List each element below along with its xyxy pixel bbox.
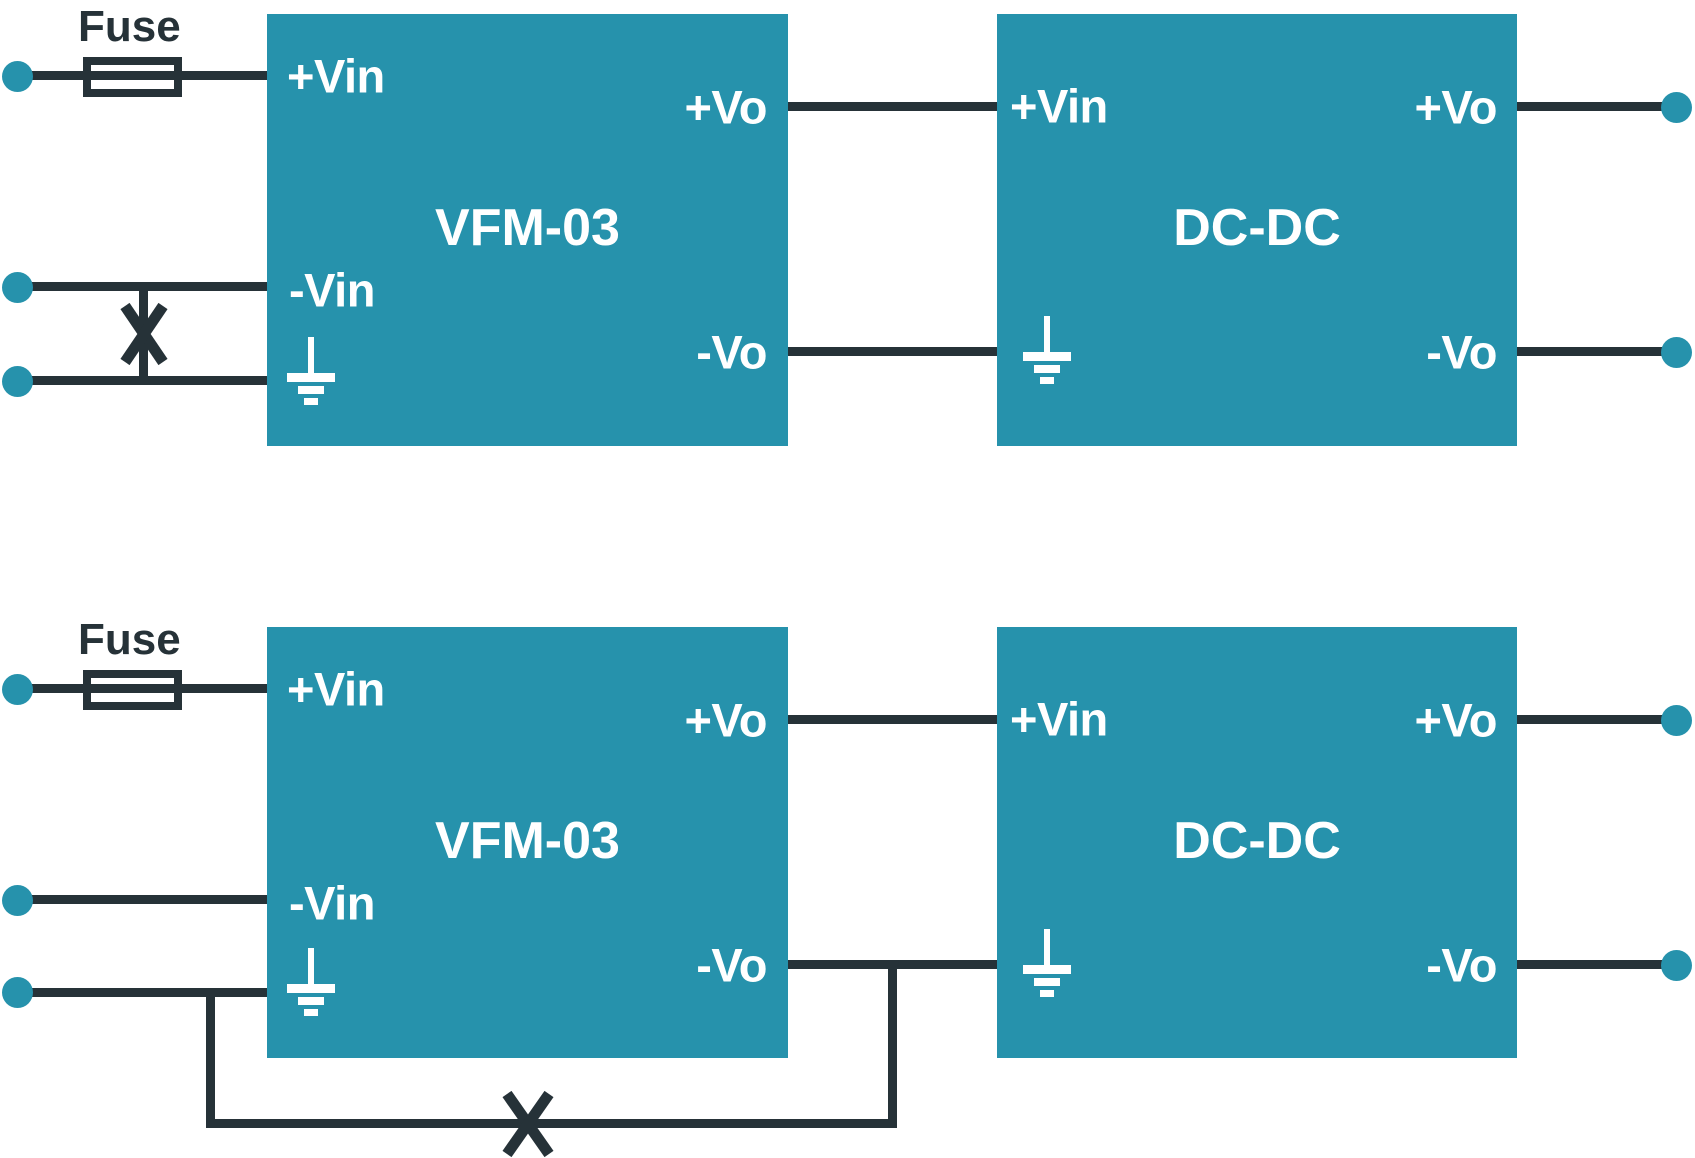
module-title-dcdc: DC-DC (1173, 199, 1341, 257)
wire-vo-plus-out (1517, 715, 1677, 724)
terminal-dot-vin-minus (2, 885, 33, 916)
terminal-dot-vin-minus (2, 272, 33, 303)
pin-label-vin-plus: +Vin (1010, 79, 1108, 133)
wire-vo-minus-link (788, 347, 997, 356)
fuse-label: Fuse (78, 2, 181, 51)
ground-icon (287, 948, 335, 1016)
pin-label-vin-minus: -Vin (289, 263, 375, 317)
terminal-dot-vo-minus (1661, 337, 1692, 368)
module-title-vfm03: VFM-03 (435, 199, 620, 257)
wire-vin-plus (17, 684, 267, 693)
pin-label-vo-minus: -Vo (696, 325, 767, 379)
module-dcdc (997, 627, 1517, 1058)
ground-icon (287, 337, 335, 405)
wire-vo-plus-link (788, 102, 997, 111)
fuse-icon (83, 670, 182, 710)
module-title-vfm03: VFM-03 (435, 812, 620, 870)
wire-vin-plus (17, 71, 267, 80)
terminal-dot-vo-plus (1661, 705, 1692, 736)
wire-vin-minus (17, 895, 267, 904)
terminal-dot-vo-plus (1661, 92, 1692, 123)
crossed-wires-icon (502, 1090, 554, 1158)
wire-vo-plus-out (1517, 102, 1677, 111)
module-title-dcdc: DC-DC (1173, 812, 1341, 870)
terminal-dot-vin-plus (2, 674, 33, 705)
fuse-icon (83, 57, 182, 97)
wire-loop-left-vertical (206, 988, 215, 1128)
terminal-dot-ground (2, 366, 33, 397)
wire-loop-bottom (206, 1119, 897, 1128)
wire-ground (17, 988, 267, 997)
pin-label-vin-minus: -Vin (289, 876, 375, 930)
pin-label-vo-minus: -Vo (696, 938, 767, 992)
pin-label-vo-plus: +Vo (684, 693, 767, 747)
pin-label-vo-minus: -Vo (1426, 325, 1497, 379)
terminal-dot-ground (2, 977, 33, 1008)
module-vfm03 (267, 14, 788, 446)
pin-label-vo-plus: +Vo (1414, 80, 1497, 134)
pin-label-vo-minus: -Vo (1426, 938, 1497, 992)
wire-vo-minus-out (1517, 960, 1677, 969)
wire-loop-right-vertical (888, 960, 897, 1128)
fuse-label: Fuse (78, 615, 181, 664)
terminal-dot-vin-plus (2, 61, 33, 92)
module-dcdc (997, 14, 1517, 446)
module-vfm03 (267, 627, 788, 1058)
crossed-wires-icon (120, 302, 168, 366)
pin-label-vin-plus: +Vin (287, 49, 385, 103)
terminal-dot-vo-minus (1661, 950, 1692, 981)
ground-icon (1023, 316, 1071, 384)
pin-label-vin-plus: +Vin (1010, 692, 1108, 746)
ground-icon (1023, 929, 1071, 997)
wire-vo-minus-link (788, 960, 997, 969)
pin-label-vin-plus: +Vin (287, 662, 385, 716)
wire-vo-minus-out (1517, 347, 1677, 356)
wire-vo-plus-link (788, 715, 997, 724)
pin-label-vo-plus: +Vo (1414, 693, 1497, 747)
pin-label-vo-plus: +Vo (684, 80, 767, 134)
